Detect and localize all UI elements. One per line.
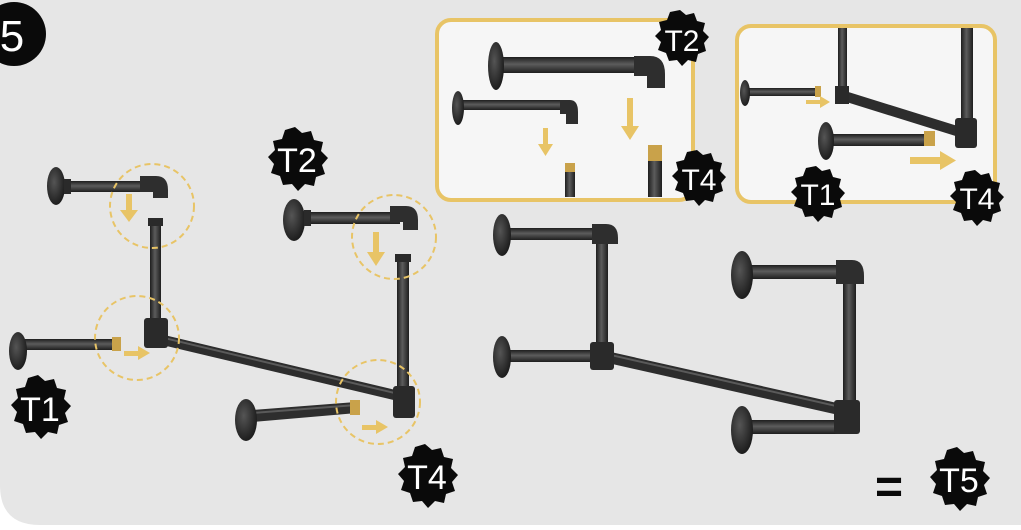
label-t2: T2 (277, 142, 317, 180)
badge-inset-right-t1: T1 (791, 166, 845, 222)
down-arrow-icon (120, 194, 138, 222)
label-t1: T1 (20, 391, 60, 429)
badge-inset-left-t2: T2 (655, 10, 709, 66)
right-arrow-icon (124, 346, 150, 360)
joint-highlight-3 (351, 194, 437, 280)
assembled-result (493, 214, 864, 454)
starburst-badge-icon (930, 447, 990, 511)
label-inset-left-t2: T2 (664, 25, 699, 58)
inset-panel-right (735, 24, 997, 204)
joint-highlight-4 (335, 359, 421, 445)
label-t5: T5 (939, 462, 979, 500)
badge-t2: T2 (268, 127, 328, 191)
label-inset-right-t1: T1 (800, 179, 835, 212)
badge-inset-right-t4: T4 (950, 170, 1004, 226)
starburst-badge-icon (268, 127, 328, 191)
starburst-badge-icon (398, 444, 458, 508)
starburst-badge-icon (791, 166, 845, 222)
step-number: 5 (0, 12, 24, 61)
label-t4: T4 (407, 459, 447, 497)
down-arrow-icon (538, 128, 553, 156)
right-arrow-icon (910, 151, 956, 170)
elbow-arm-top-right (283, 199, 418, 241)
straight-arm-bottom (235, 399, 360, 441)
equals-sign: = (875, 461, 903, 514)
down-arrow-icon (367, 232, 385, 266)
badge-t4: T4 (398, 444, 458, 508)
down-arrow-icon (621, 98, 639, 140)
straight-arm-left (9, 332, 121, 370)
joint-highlight-1 (109, 163, 195, 249)
elbow-fitting-bottom (393, 386, 415, 418)
step-number-badge: 5 (0, 2, 46, 66)
elbow-arm-top-left (47, 167, 168, 205)
starburst-badge-icon (11, 375, 71, 439)
badge-t1: T1 (11, 375, 71, 439)
starburst-badge-icon (950, 170, 1004, 226)
right-arrow-icon (362, 420, 388, 434)
vertical-pipe (150, 222, 161, 344)
starburst-badge-icon (655, 10, 709, 66)
badge-t5: T5 (930, 447, 990, 511)
joint-highlight-2 (94, 295, 180, 381)
tee-fitting (144, 318, 168, 348)
exploded-assembly (9, 163, 437, 445)
label-inset-right-t4: T4 (959, 183, 994, 216)
badge-inset-left-t4: T4 (672, 150, 726, 206)
inset-panel-left (435, 18, 695, 202)
starburst-badge-icon (672, 150, 726, 206)
vertical-pipe-right (397, 258, 409, 408)
right-arrow-icon (806, 96, 830, 108)
label-inset-left-t4: T4 (681, 164, 716, 197)
